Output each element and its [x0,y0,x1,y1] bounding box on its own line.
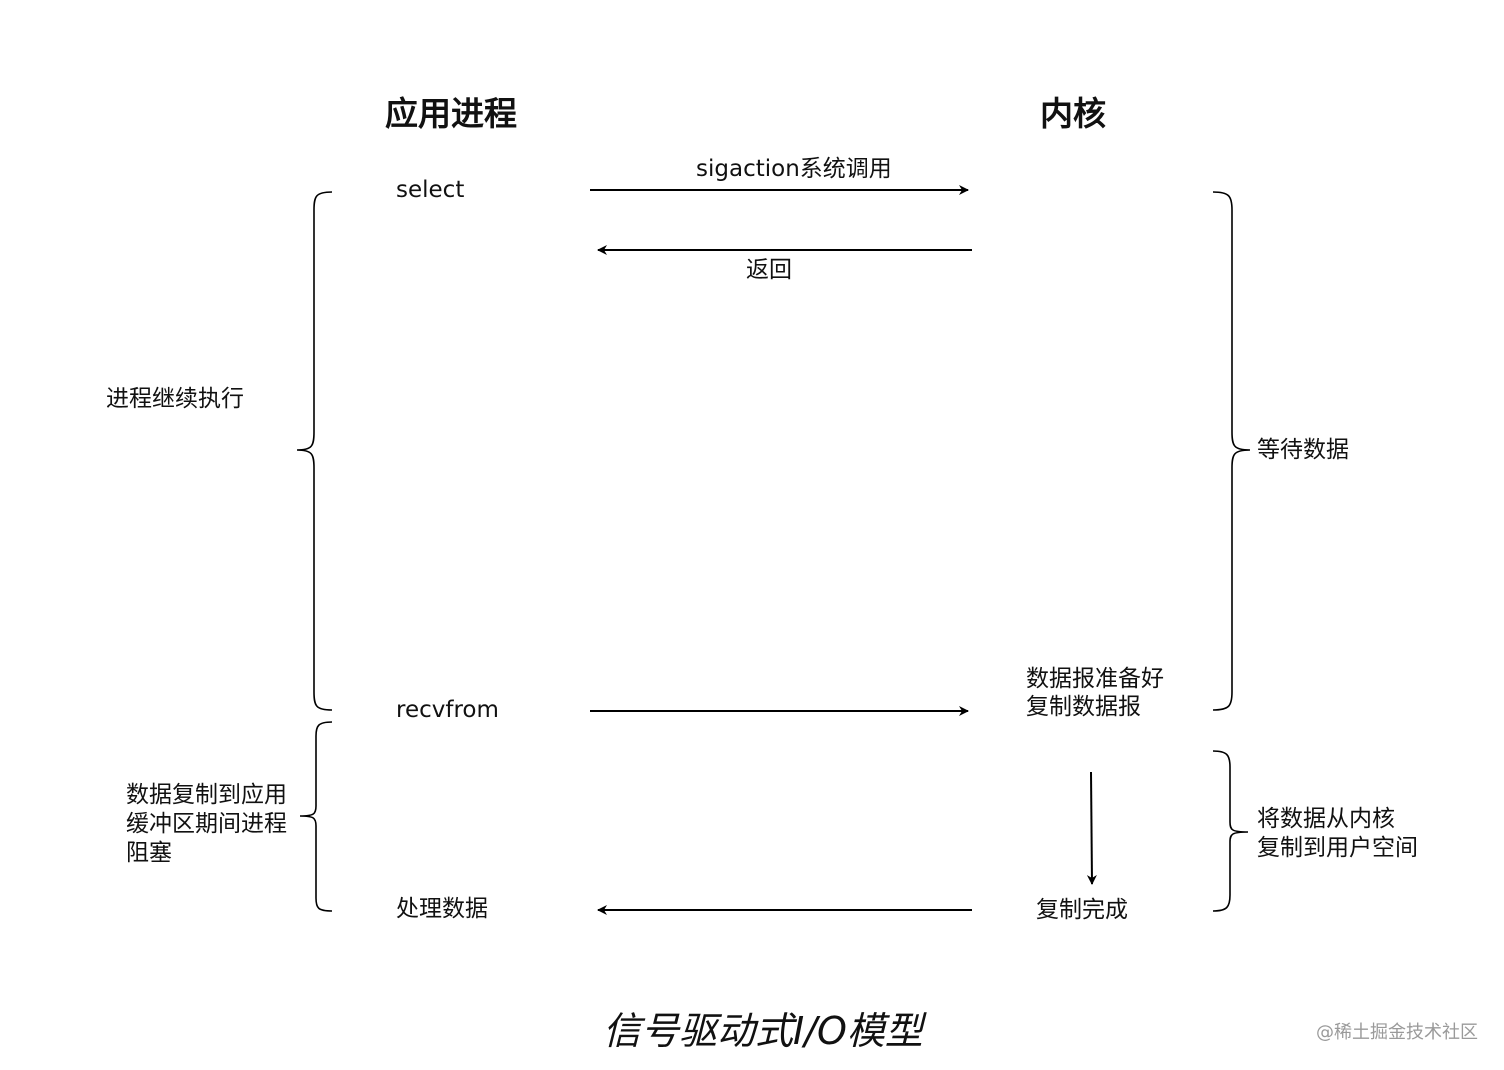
label-blocked-line3: 阻塞 [126,840,172,866]
brace-wait-data [1212,191,1251,711]
label-wait-data: 等待数据 [1257,437,1349,463]
label-sigaction: sigaction系统调用 [696,156,892,182]
label-continue-exec: 进程继续执行 [106,386,244,412]
brace-blocked [299,721,333,912]
label-copy-line2: 复制到用户空间 [1257,835,1418,861]
brace-continue-exec [296,191,333,711]
label-recvfrom: recvfrom [396,697,499,723]
label-blocked-line1: 数据复制到应用 [126,782,287,808]
arrow-kernel-copy [1086,771,1097,885]
label-copy-line1: 将数据从内核 [1257,806,1395,832]
label-blocked-line2: 缓冲区期间进程 [126,811,287,837]
label-select: select [396,177,465,203]
label-copy-datagram: 复制数据报 [1026,694,1141,720]
label-datagram-ready: 数据报准备好 [1026,666,1164,692]
label-copy-done: 复制完成 [1036,897,1128,923]
label-return: 返回 [746,257,792,283]
label-process-data: 处理数据 [396,896,488,922]
header-app-process: 应用进程 [385,94,517,133]
header-kernel: 内核 [1040,94,1106,133]
diagram-title: 信号驱动式I/O模型 [603,1009,923,1053]
brace-copy-to-user [1212,750,1249,912]
watermark: @稀土掘金技术社区 [1316,1022,1478,1043]
